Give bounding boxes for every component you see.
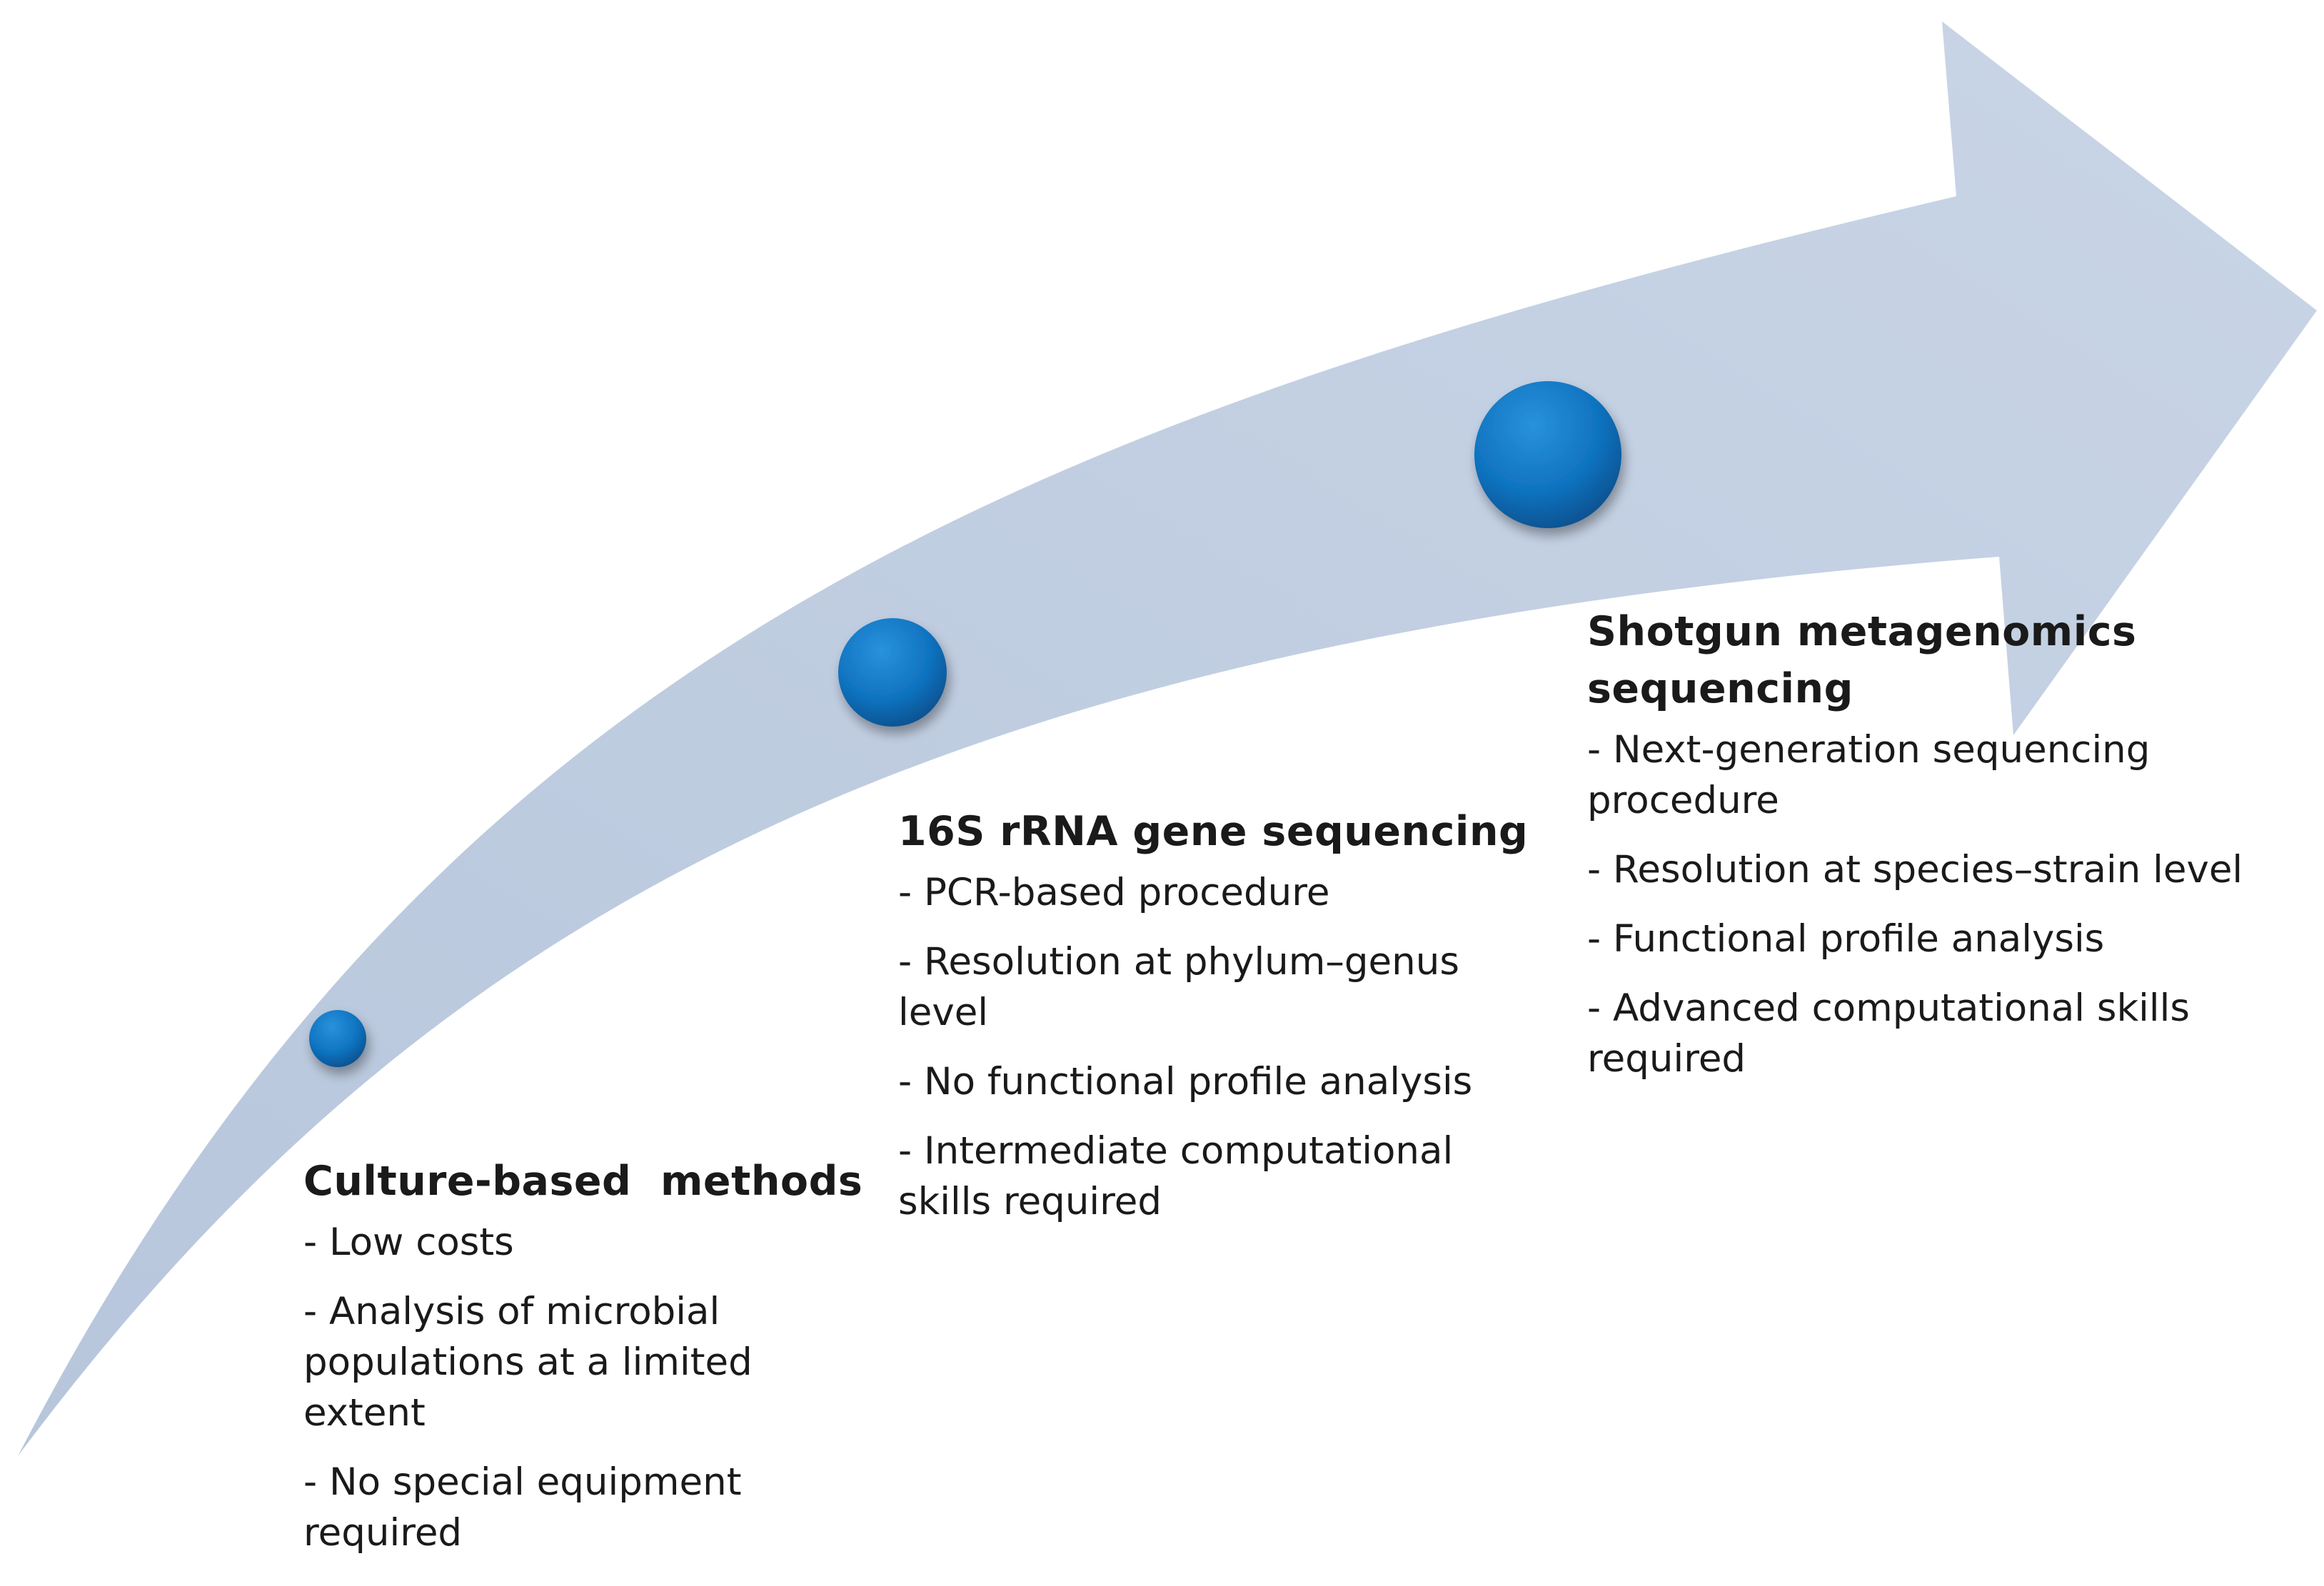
stage-point: - Functional profile analysis bbox=[1587, 917, 2105, 961]
stage-title: Culture-based methods bbox=[303, 1158, 863, 1205]
stage-point: - Advanced computational skills required bbox=[1587, 986, 2190, 1081]
stage-dot-medium bbox=[838, 618, 947, 727]
stage-point: - Intermediate computational skills requ… bbox=[898, 1129, 1454, 1223]
stage-16s-rrna: 16S rRNA gene sequencing - PCR-based pro… bbox=[898, 803, 1541, 1246]
stage-point: - Resolution at species–strain level bbox=[1587, 848, 2243, 892]
stage-point: - Low costs bbox=[303, 1221, 514, 1264]
stage-title: Shotgun metagenomics sequencing bbox=[1587, 608, 2137, 712]
stage-points: - Next-generation sequencing procedure -… bbox=[1587, 724, 2273, 1084]
stage-point: - Resolution at phylum–genus level bbox=[898, 940, 1459, 1034]
stage-points: - PCR-based procedure - Resolution at ph… bbox=[898, 867, 1541, 1227]
stage-point: - No special equipment required bbox=[303, 1460, 742, 1555]
curved-progress-arrow bbox=[18, 21, 2317, 1456]
stage-point: - Next-generation sequencing procedure bbox=[1587, 728, 2151, 822]
stage-point: - PCR-based procedure bbox=[898, 871, 1330, 914]
stage-culture-based: Culture-based methods - Low costs - Anal… bbox=[303, 1153, 863, 1577]
stage-title: 16S rRNA gene sequencing bbox=[898, 808, 1529, 855]
stage-shotgun-metagenomics: Shotgun metagenomics sequencing - Next-g… bbox=[1587, 603, 2273, 1103]
stage-point: - No functional profile analysis bbox=[898, 1060, 1473, 1103]
stage-point: - Analysis of microbial populations at a… bbox=[303, 1290, 753, 1435]
stage-dot-small bbox=[309, 1010, 366, 1067]
stage-dot-large bbox=[1474, 381, 1621, 528]
stage-points: - Low costs - Analysis of microbial popu… bbox=[303, 1217, 853, 1558]
